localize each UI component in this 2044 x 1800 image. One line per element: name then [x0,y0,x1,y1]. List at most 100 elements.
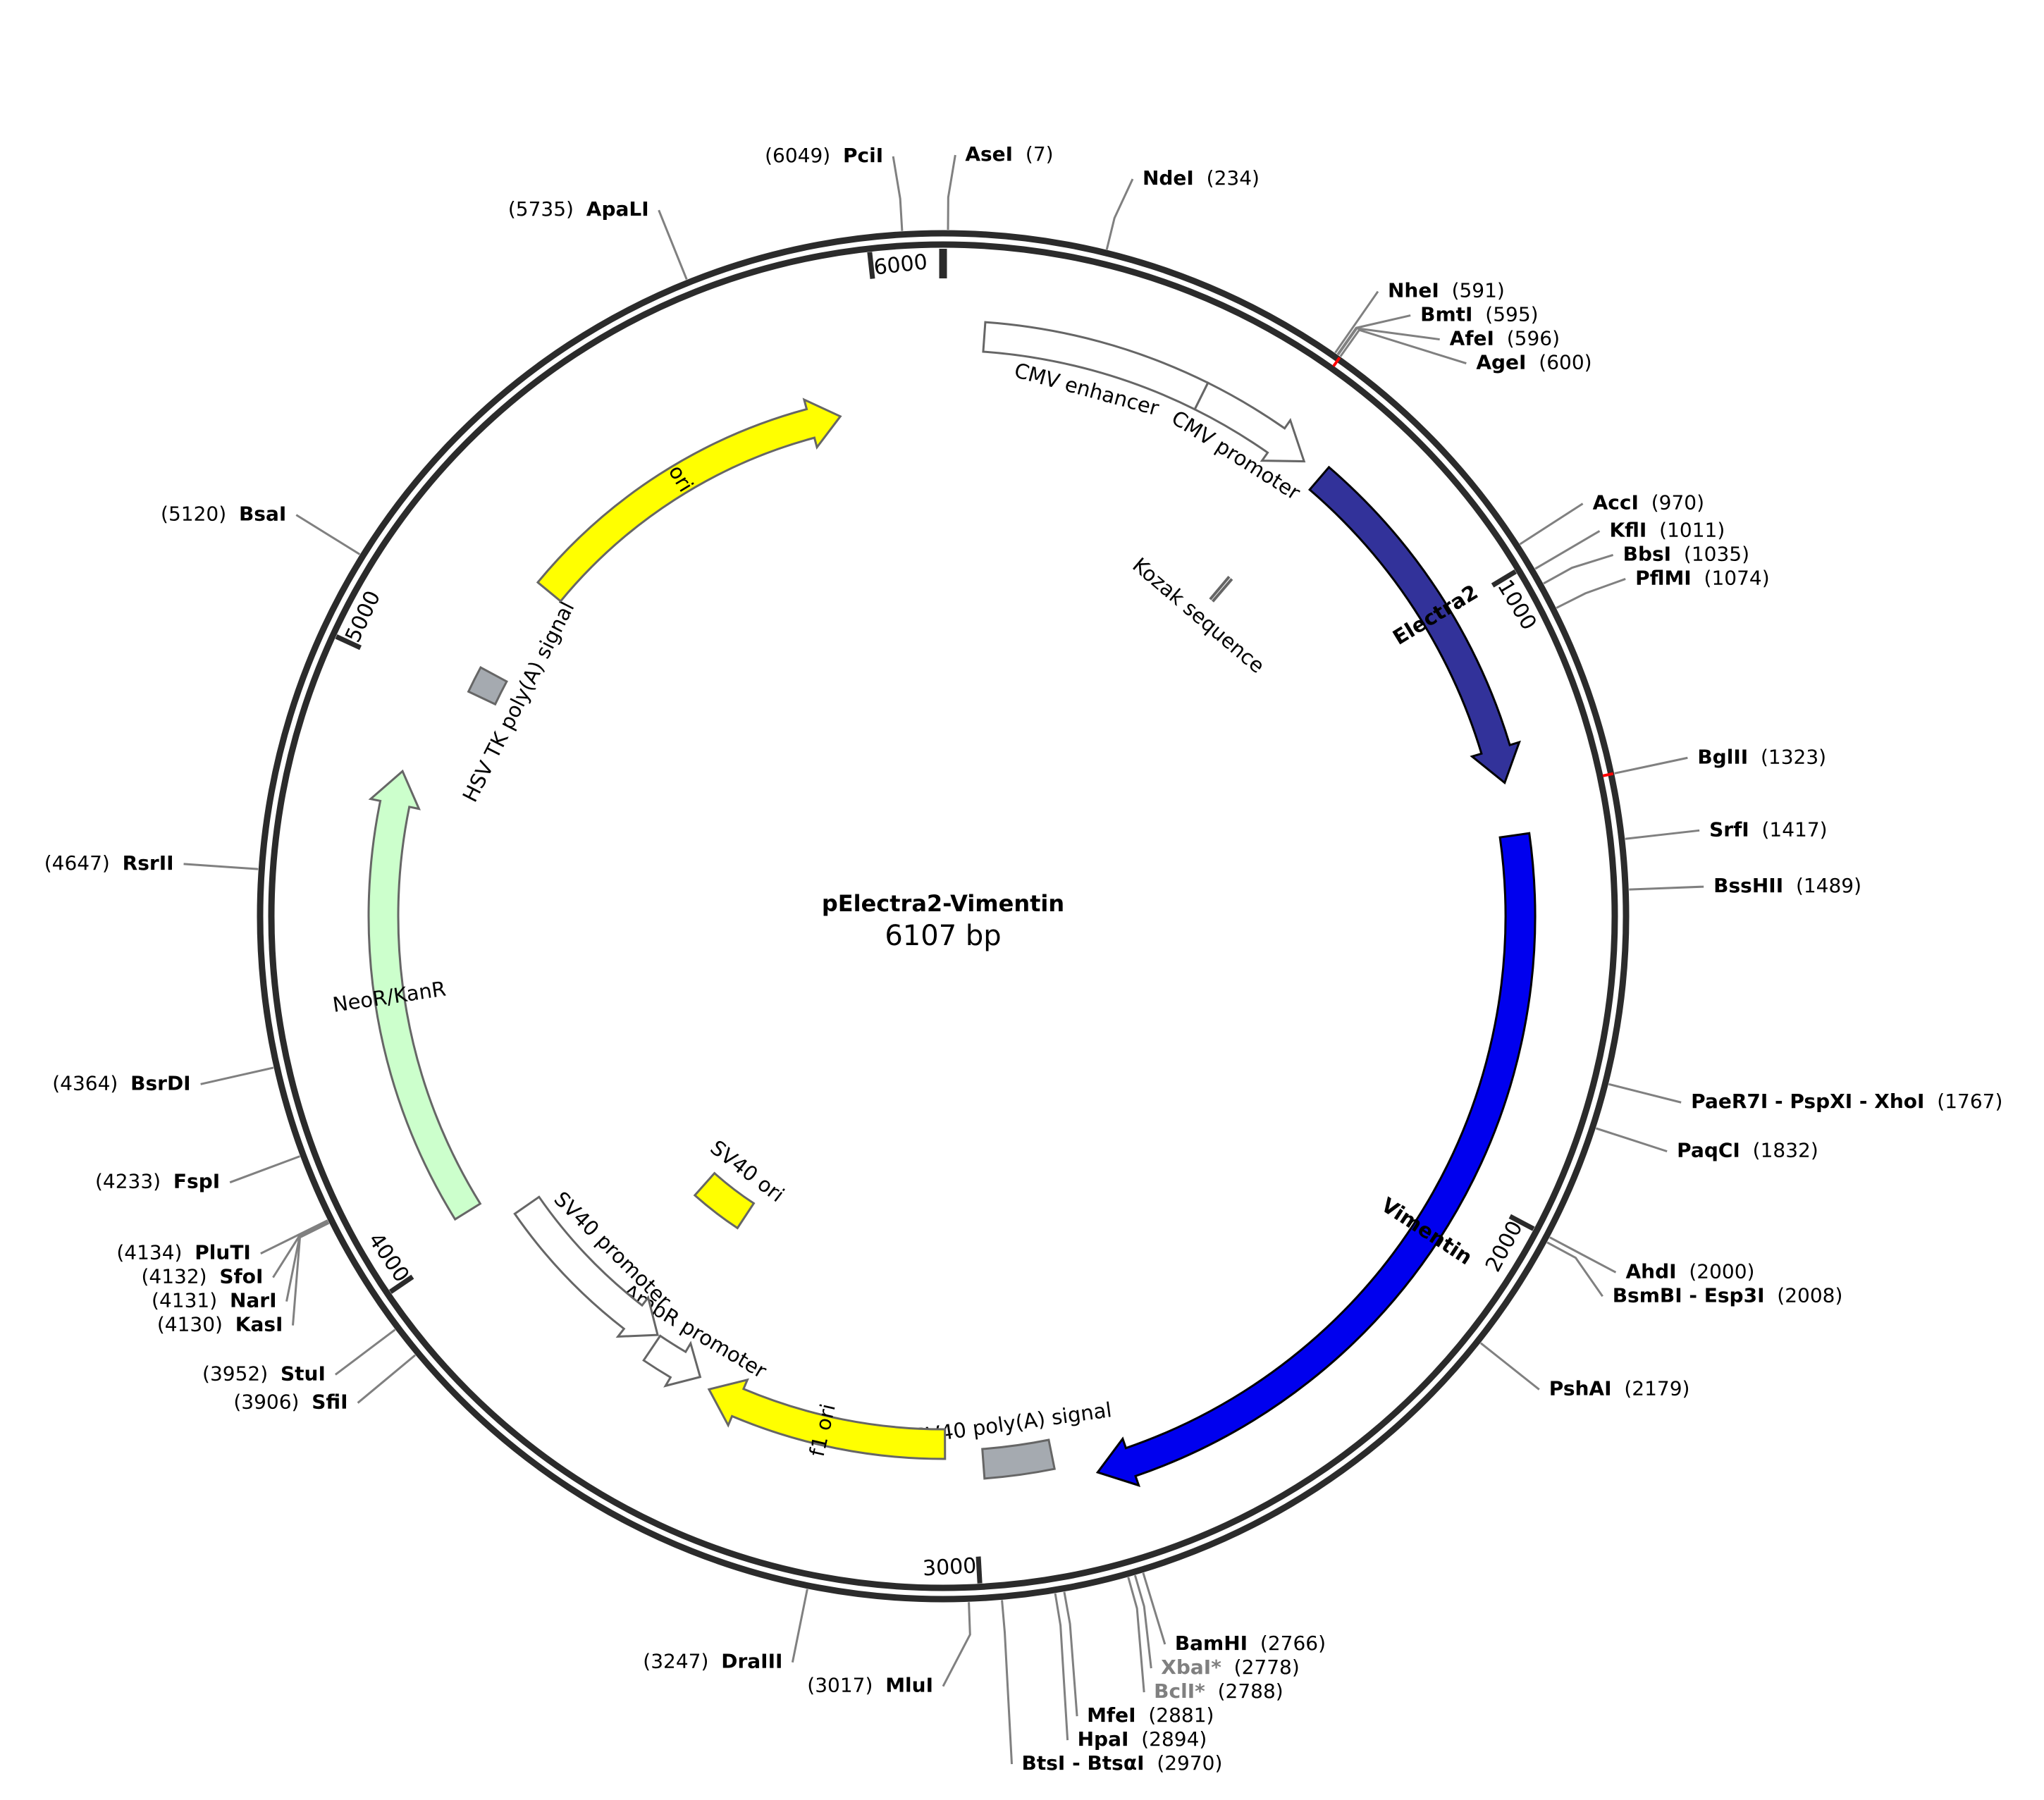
site-nari[interactable]: (4131) NarI [152,1221,329,1312]
cut-mark-agei [1332,357,1341,367]
site-paer7i-pspxi-xhoi[interactable]: PaeR7I - PspXI - XhoI (1767) [1608,1083,2002,1113]
site-mlui[interactable]: (3017) MluI [807,1602,971,1697]
site-label-mfei: MfeI (2881) [1087,1703,1214,1727]
site-label-hpai: HpaI (2894) [1078,1727,1207,1751]
site-name: PshAI [1549,1377,1612,1400]
site-sfoi[interactable]: (4132) SfoI [141,1221,329,1288]
site-nhei[interactable]: NheI (591) [1334,279,1505,354]
tick-4000 [389,1274,414,1294]
site-position: (2788) [1218,1679,1283,1703]
feature-sv40-promoter: SV40 promoter [513,1187,676,1338]
feature-shape-electra2 [1307,465,1521,785]
site-leader-bsrdi [200,1066,274,1085]
site-label-fspi: (4233) FspI [95,1170,220,1193]
site-position: (6049) [765,144,830,167]
site-bglii[interactable]: BglII (1323) [1602,745,1826,777]
site-acci[interactable]: AccI (970) [1519,491,1704,545]
tick-label-1000: 1000 [1492,576,1541,634]
site-position: (591) [1452,279,1505,302]
feature-ori: ori [536,397,842,603]
site-position: (1489) [1796,874,1861,897]
site-fspi[interactable]: (4233) FspI [95,1155,301,1193]
site-apali[interactable]: (5735) ApaLI [508,197,688,281]
site-xbai[interactable]: XbaI* (2778) [1133,1574,1300,1679]
feature-shape-vimentin [1095,832,1537,1487]
site-rsrii[interactable]: (4647) RsrII [44,851,259,875]
site-label-pshai: PshAI (2179) [1549,1377,1690,1400]
feature-neor-kanr: NeoR/KanR [331,769,482,1221]
site-label-nari: (4131) NarI [152,1289,276,1312]
site-bcli[interactable]: BclI* (2788) [1127,1577,1283,1703]
site-ndei[interactable]: NdeI (234) [1105,166,1260,250]
tick-label-2000: 2000 [1481,1217,1528,1276]
site-label-kasi: (4130) KasI [157,1313,283,1336]
site-name: PluTI [195,1241,251,1264]
site-leader-pshai [1479,1342,1540,1391]
site-ahdi[interactable]: AhdI (2000) [1549,1236,1755,1283]
site-sfii[interactable]: (3906) SfiI [233,1354,417,1414]
site-pluti[interactable]: (4134) PluTI [116,1219,328,1264]
site-bsai[interactable]: (5120) BsaI [161,503,361,555]
site-label-kfli: KflI (1011) [1609,518,1725,541]
site-name: BamHI [1175,1632,1248,1655]
site-label-srfi: SrfI (1417) [1709,818,1828,841]
site-bsrdi[interactable]: (4364) BsrDI [52,1066,274,1095]
site-leader-pluti [260,1219,328,1255]
site-name: BssHII [1713,874,1783,897]
site-bamhi[interactable]: BamHI (2766) [1142,1572,1326,1655]
site-leader-sfoi [272,1221,329,1278]
site-name: RsrII [123,851,174,875]
site-name: PaeR7I - PspXI - XhoI [1691,1090,1924,1113]
site-hpai[interactable]: HpaI (2894) [1054,1593,1207,1751]
site-bmti[interactable]: BmtI (595) [1336,303,1539,355]
site-label-asei: AseI (7) [965,142,1053,166]
site-label-sfii: (3906) SfiI [233,1391,347,1414]
site-position: (4130) [157,1313,223,1336]
site-kasi[interactable]: (4130) KasI [157,1221,330,1336]
site-pshai[interactable]: PshAI (2179) [1479,1342,1690,1400]
site-label-ahdi: AhdI (2000) [1625,1259,1754,1283]
site-afei[interactable]: AfeI (596) [1337,327,1560,356]
site-label-sfoi: (4132) SfoI [141,1265,263,1288]
site-stui[interactable]: (3952) StuI [202,1329,396,1386]
site-agei[interactable]: AgeI (600) [1332,328,1592,374]
site-name: AhdI [1625,1259,1676,1283]
site-paqci[interactable]: PaqCI (1832) [1595,1127,1818,1162]
site-leader-bbsi [1543,554,1614,585]
site-leader-kasi [292,1221,330,1326]
site-mfei[interactable]: MfeI (2881) [1063,1591,1214,1727]
site-srfi[interactable]: SrfI (1417) [1625,818,1828,841]
site-leader-agei [1339,328,1467,365]
site-name: PciI [843,144,883,167]
site-name: PaqCI [1677,1139,1740,1162]
feature-label-hsv-tk-poly-a-signal: HSV TK poly(A) signal [458,598,579,806]
site-label-btsi-bts-i: BtsI - BtsαI (2970) [1022,1751,1223,1775]
site-position: (2000) [1689,1259,1754,1283]
site-position: (3247) [643,1650,708,1673]
site-btsi-bts-i[interactable]: BtsI - BtsαI (2970) [1001,1600,1223,1775]
site-position: (600) [1539,351,1592,374]
site-pflmi[interactable]: PflMI (1074) [1556,566,1770,609]
site-kfli[interactable]: KflI (1011) [1534,518,1725,570]
restriction-sites: AseI (7) NdeI (234) NheI (591)BmtI (595)Af… [44,142,2003,1775]
site-bsshii[interactable]: BssHII (1489) [1629,874,1861,897]
site-label-paer7i-pspxi-xhoi: PaeR7I - PspXI - XhoI (1767) [1691,1090,2002,1113]
site-leader-mfei [1063,1591,1078,1717]
site-name: MfeI [1087,1703,1135,1727]
site-leader-stui [334,1329,396,1376]
site-bbsi[interactable]: BbsI (1035) [1543,542,1749,585]
site-position: (2894) [1141,1727,1207,1751]
site-leader-bsmbi-esp3i [1546,1241,1603,1297]
site-asei[interactable]: AseI (7) [947,142,1054,230]
feature-label-kozak-sequence: Kozak sequence [1128,553,1269,677]
site-leader-kfli [1534,530,1601,570]
site-name: KflI [1609,518,1646,541]
site-bsmbi-esp3i[interactable]: BsmBI - Esp3I (2008) [1546,1241,1842,1307]
site-leader-apali [658,209,688,281]
site-name: SfoI [219,1265,263,1288]
site-label-bsrdi: (4364) BsrDI [52,1071,190,1095]
site-draiii[interactable]: (3247) DraIII [643,1589,808,1673]
site-pcii[interactable]: (6049) PciI [765,144,904,231]
site-position: (5735) [508,197,574,221]
site-leader-afei [1337,327,1440,356]
